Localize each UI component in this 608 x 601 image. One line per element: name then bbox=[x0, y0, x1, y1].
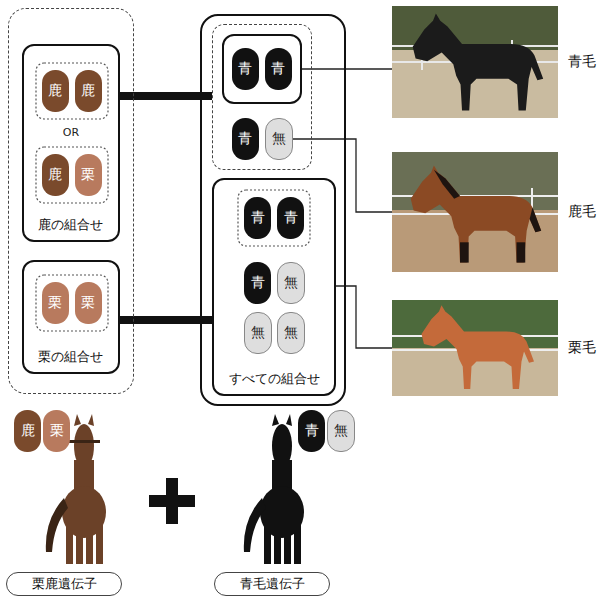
gene-letter: 無 bbox=[272, 130, 286, 148]
gene-chip: 青 bbox=[232, 48, 259, 90]
pair-outline bbox=[238, 190, 310, 246]
photo-frame bbox=[392, 6, 558, 118]
photo-frame bbox=[392, 300, 558, 396]
gene-letter: 青 bbox=[251, 274, 265, 292]
gene-letter: 青 bbox=[238, 60, 252, 78]
box-label: 鹿の組合せ bbox=[38, 216, 103, 234]
horse-photo: 栗毛 bbox=[392, 300, 596, 396]
gene-letter: 栗 bbox=[81, 294, 95, 312]
photo-ground bbox=[392, 152, 558, 272]
gene-chip: 鹿 bbox=[42, 70, 69, 112]
gene-chip: 鹿 bbox=[42, 154, 69, 196]
gene-letter: 鹿 bbox=[21, 422, 35, 440]
gene-chip: 無 bbox=[277, 312, 305, 354]
pair-outline bbox=[36, 63, 108, 119]
gene-letter: 青 bbox=[284, 209, 298, 227]
gene-chip: 無 bbox=[277, 262, 305, 304]
gene-letter: 栗 bbox=[81, 166, 95, 184]
coat-label: 栗毛 bbox=[568, 339, 596, 357]
gene-letter: 鹿 bbox=[81, 82, 95, 100]
gene-chip: 青 bbox=[277, 197, 304, 239]
caption-pill: 栗鹿遺伝子 bbox=[6, 572, 122, 596]
dashed-region: 青青青無 bbox=[212, 24, 312, 170]
group-box: 青青青無すべての組合せ青青青無無無 bbox=[200, 14, 346, 406]
gene-letter: 無 bbox=[334, 422, 348, 440]
gene-letter: 無 bbox=[284, 324, 298, 342]
gene-chip: 鹿 bbox=[75, 70, 102, 112]
photo-ground bbox=[392, 300, 558, 396]
box-label: 栗鹿遺伝子 bbox=[32, 575, 97, 593]
gene-chip: 青 bbox=[244, 262, 271, 304]
photo-ground bbox=[392, 6, 558, 118]
gene-letter: 青 bbox=[251, 209, 265, 227]
gene-chip: 無 bbox=[244, 312, 272, 354]
gene-letter: 栗 bbox=[50, 422, 64, 440]
horse-photo: 青毛 bbox=[392, 6, 596, 118]
gene-chip: 無 bbox=[327, 410, 355, 452]
horse-figure bbox=[422, 305, 535, 389]
gene-chip: 青 bbox=[232, 118, 259, 160]
gene-chip: 鹿 bbox=[14, 410, 41, 452]
horse-photo bbox=[392, 300, 558, 396]
gene-letter: 鹿 bbox=[48, 82, 62, 100]
pair-outline bbox=[36, 275, 108, 331]
gene-letter: 青 bbox=[271, 60, 285, 78]
horse-photo bbox=[392, 152, 558, 272]
caption-pill: 青毛遺伝子 bbox=[214, 572, 330, 596]
pair-outline bbox=[36, 147, 108, 203]
dashed-group: 鹿の組合せ鹿鹿鹿栗栗の組合せ栗栗 bbox=[8, 8, 134, 394]
horse-photo bbox=[392, 6, 558, 118]
gene-letter: 栗 bbox=[48, 294, 62, 312]
gene-letter: 青 bbox=[305, 422, 319, 440]
gene-letter: 青 bbox=[238, 130, 252, 148]
coat-label: 鹿毛 bbox=[568, 203, 596, 221]
horse-front-figure bbox=[46, 414, 106, 564]
gene-chip: 栗 bbox=[42, 282, 69, 324]
gene-chip: 栗 bbox=[75, 154, 102, 196]
box-label: すべての組合せ bbox=[229, 370, 320, 388]
leader-line bbox=[302, 68, 393, 69]
coat-label: 青毛 bbox=[568, 53, 596, 71]
combination-box: 鹿の組合せ鹿鹿鹿栗 bbox=[22, 44, 120, 242]
horse-front-figure bbox=[244, 414, 304, 564]
combination-box: すべての組合せ青青青無無無 bbox=[212, 178, 336, 396]
gene-letter: 無 bbox=[284, 274, 298, 292]
photo-frame bbox=[392, 152, 558, 272]
box-label: 青毛遺伝子 bbox=[240, 575, 305, 593]
leader-line bbox=[293, 139, 393, 212]
horse-photo: 鹿毛 bbox=[392, 152, 596, 272]
gene-chip: 青 bbox=[265, 48, 292, 90]
horse-figure bbox=[411, 165, 542, 262]
gene-chip: 栗 bbox=[75, 282, 102, 324]
box-label: 栗の組合せ bbox=[38, 348, 103, 366]
gene-chip: 青 bbox=[244, 197, 271, 239]
pair-box: 青青 bbox=[222, 34, 302, 104]
note-label: OR bbox=[22, 126, 120, 139]
horse-figure bbox=[413, 13, 544, 110]
gene-letter: 鹿 bbox=[48, 166, 62, 184]
gene-chip: 無 bbox=[265, 118, 293, 160]
gene-chip: 栗 bbox=[43, 410, 70, 452]
gene-chip: 青 bbox=[298, 410, 325, 452]
plus-sign bbox=[149, 478, 195, 524]
gene-letter: 無 bbox=[251, 324, 265, 342]
combination-box: 栗の組合せ 栗 栗 bbox=[22, 260, 120, 374]
